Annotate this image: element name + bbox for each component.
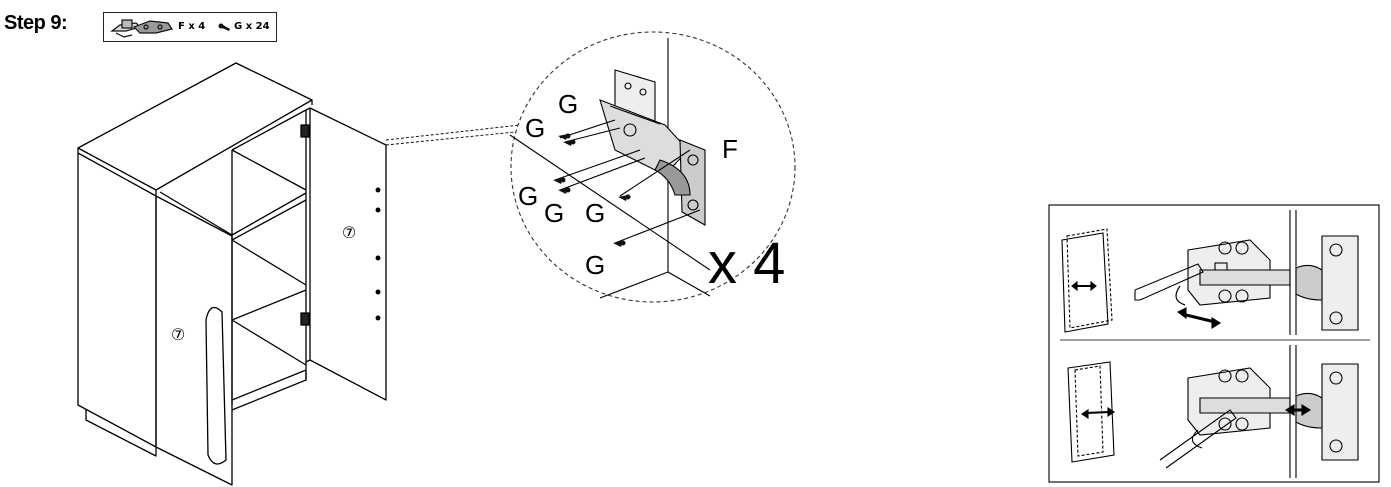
- door-label-left: ⑦: [171, 327, 185, 344]
- parts-label-screw: G x 24: [234, 21, 270, 32]
- door-label-right: ⑦: [342, 225, 356, 242]
- screw-label: G: [518, 181, 538, 211]
- screw-label: G: [525, 113, 545, 143]
- screw-label: G: [544, 198, 564, 228]
- screw-label: G: [558, 89, 578, 119]
- parts-box: F x 4 G x 24: [103, 12, 277, 42]
- quantity-multiplier: x 4: [708, 231, 785, 296]
- screw-label: G: [585, 198, 605, 228]
- hinge-icon: [110, 19, 173, 38]
- step-title: Step 9:: [4, 12, 68, 34]
- screw-label: G: [585, 250, 605, 280]
- hinge-label: F: [722, 134, 738, 164]
- parts-label-hinge: F x 4: [178, 21, 206, 32]
- screw-icon: [218, 23, 230, 31]
